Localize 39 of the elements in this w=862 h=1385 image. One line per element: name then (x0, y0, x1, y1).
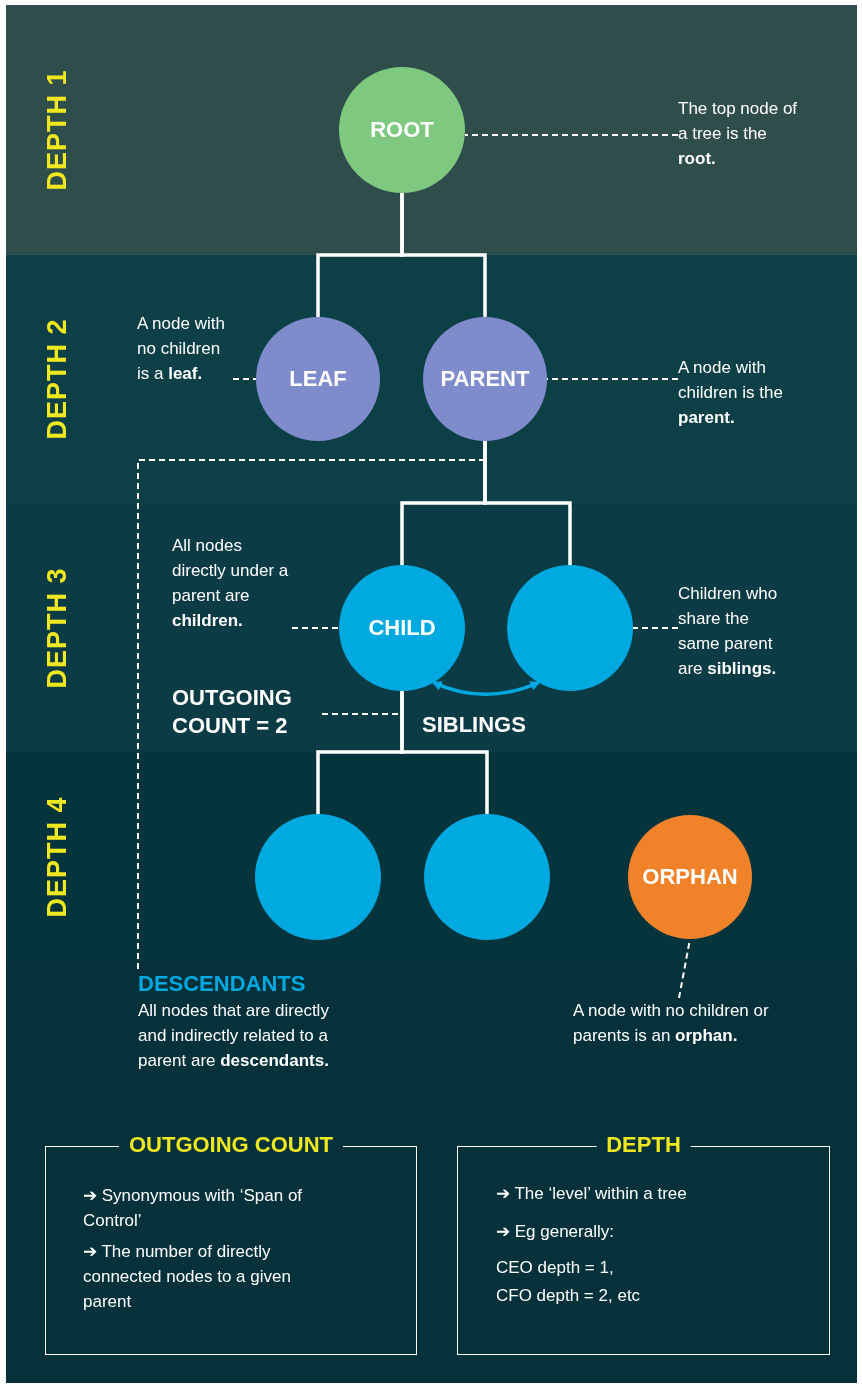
band-label: DEPTH 4 (42, 796, 73, 918)
tree-node-circle: CHILD (339, 565, 465, 691)
heading-text: DESCENDANTS (138, 970, 307, 998)
double-arrow (431, 680, 541, 696)
annotation-text: The top node of a tree is the root. (678, 96, 798, 176)
band-label: DEPTH 3 (42, 567, 73, 688)
bullet-text: CFO depth = 2, etc (496, 1285, 642, 1307)
leader-line (546, 378, 679, 380)
annotation-text: A node with no children or parents is an orphan. (573, 998, 801, 1050)
annotation-text: A node with no children is a leaf. (137, 311, 233, 391)
annotation-text: All nodes that are directly and indirectly related to a parent are descendants. (138, 1000, 330, 1072)
annotation-text: A node with children is the parent. (678, 355, 790, 435)
edge-label: SIBLINGS (422, 711, 526, 739)
tree-node-circle: ORPHAN (628, 815, 752, 939)
tree-branch-line (483, 441, 572, 565)
depth-band (6, 5, 857, 255)
tree-node-circle: ROOT (339, 67, 465, 193)
bullet-text: ➔ Synonymous with ‘Span of Control’ (83, 1185, 304, 1232)
annotation-text: OUTGOING COUNT = 2 (172, 684, 322, 742)
bullet-text: ➔ Eg generally: (496, 1221, 615, 1243)
tree-node-circle: LEAF (256, 317, 380, 441)
leader-line (632, 627, 679, 629)
band-label: DEPTH 1 (42, 69, 73, 191)
leader-line (137, 459, 486, 971)
annotation-text: All nodes directly under a parent are children. (172, 533, 292, 637)
bullet-text: CEO depth = 1, (496, 1257, 615, 1279)
leader-line (232, 378, 257, 380)
tree-branch-line (400, 193, 487, 317)
band-label: DEPTH 2 (42, 318, 73, 440)
depth-band (6, 503, 857, 752)
tree-branch-line (400, 691, 489, 814)
depth-band (6, 255, 857, 503)
leader-line (321, 713, 401, 715)
leader-line (464, 134, 679, 136)
bullet-text: ➔ The number of directly connected nodes to a given parent (83, 1241, 292, 1313)
annotation-text: Children who share the same parent are siblings. (678, 581, 792, 685)
tree-node-circle: PARENT (423, 317, 547, 441)
leader-line (291, 627, 340, 629)
bullet-text: ➔ The ‘level’ within a tree (496, 1183, 688, 1205)
